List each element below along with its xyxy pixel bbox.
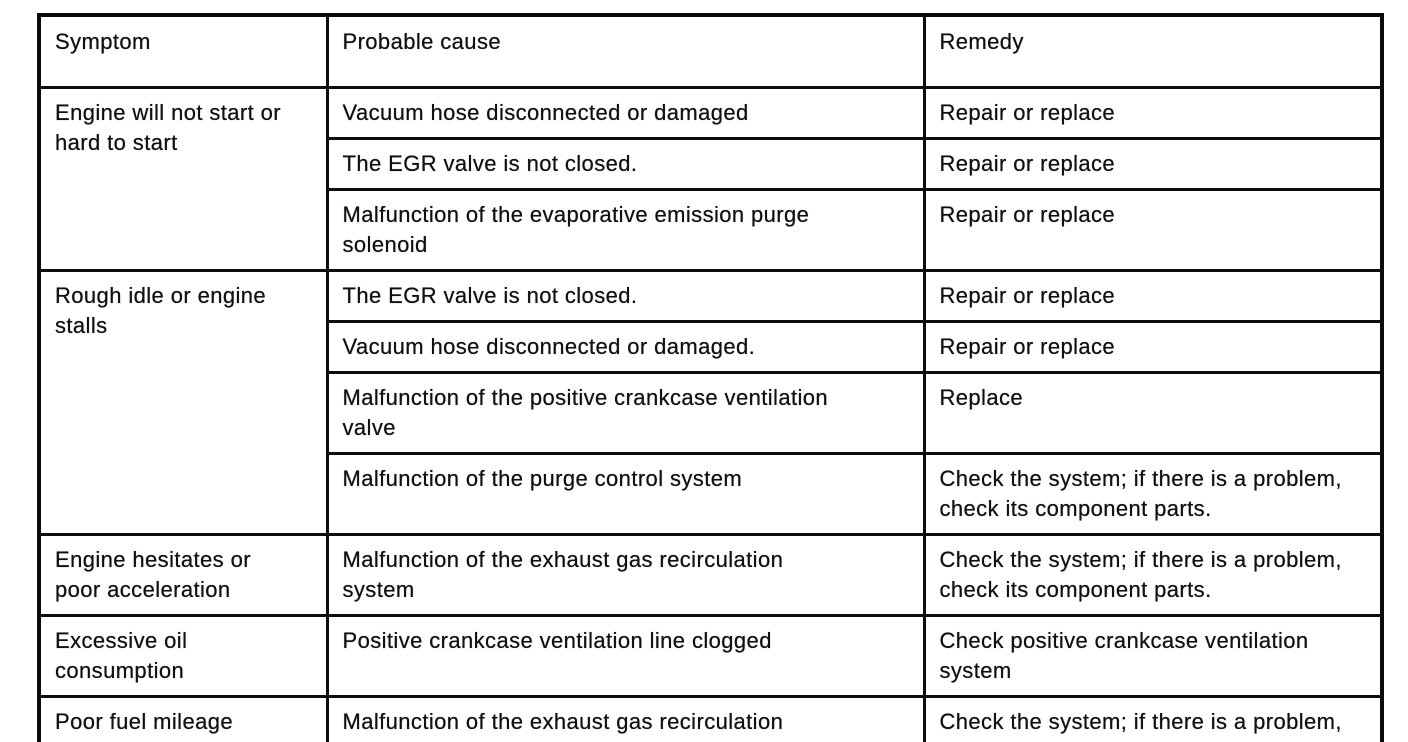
remedy-cell: Repair or replace <box>922 269 1384 323</box>
remedy-cell: Repair or replace <box>922 320 1384 374</box>
remedy-cell: Check the system; if there is a problem,… <box>922 695 1384 742</box>
table-row: Malfunction of the purge control system … <box>39 452 1384 536</box>
cause-cell: Malfunction of the exhaust gas recircula… <box>325 695 926 742</box>
symptom-cell: Excessive oil consumption <box>37 614 329 698</box>
remedy-cell: Repair or replace <box>922 188 1384 272</box>
table-row: Engine hesitates or poor acceleration Ma… <box>37 533 1384 617</box>
table-row: The EGR valve is not closed. Repair or r… <box>39 137 1384 191</box>
symptom-cell: Poor fuel mileage <box>37 695 329 742</box>
cause-cell: Malfunction of the positive crankcase ve… <box>325 371 926 455</box>
remedy-cell: Repair or replace <box>922 86 1384 140</box>
remedy-cell: Check the system; if there is a problem,… <box>922 452 1384 536</box>
remedy-cell: Check the system; if there is a problem,… <box>922 533 1384 617</box>
table-row: Vacuum hose disconnected or damaged. Rep… <box>39 320 1384 374</box>
cause-cell: Vacuum hose disconnected or damaged <box>325 86 926 140</box>
symptom-cell: Engine hesitates or poor acceleration <box>37 533 329 617</box>
remedy-cell: Repair or replace <box>922 137 1384 191</box>
table-row: Engine will not start or hard to start V… <box>37 86 1384 272</box>
remedy-cell: Check positive crankcase ventilation sys… <box>922 614 1384 698</box>
cause-cell: Malfunction of the purge control system <box>325 452 926 536</box>
header-row: Symptom Probable cause Remedy <box>37 13 1384 89</box>
cause-cell: Malfunction of the exhaust gas recircula… <box>325 533 926 617</box>
table-row: Malfunction of the positive crankcase ve… <box>39 371 1384 455</box>
cause-cell: Positive crankcase ventilation line clog… <box>325 614 926 698</box>
symptom-cell: Engine will not start or hard to start <box>37 86 329 272</box>
table-row: Excessive oil consumption Positive crank… <box>37 614 1384 698</box>
column-header-remedy: Remedy <box>922 13 1384 89</box>
cause-cell: Vacuum hose disconnected or damaged. <box>325 320 926 374</box>
symptom-cell: Rough idle or engine stalls <box>37 269 329 536</box>
troubleshooting-table: Symptom Probable cause Remedy Engine wil… <box>37 13 1384 742</box>
remedy-cell: Replace <box>922 371 1384 455</box>
cause-cell: Malfunction of the evaporative emission … <box>325 188 926 272</box>
table-row: Malfunction of the evaporative emission … <box>39 188 1384 272</box>
cause-cell: The EGR valve is not closed. <box>325 137 926 191</box>
table-row: Poor fuel mileage Malfunction of the exh… <box>37 695 1384 742</box>
table-row: Rough idle or engine stalls The EGR valv… <box>37 269 1384 536</box>
cause-cell: The EGR valve is not closed. <box>325 269 926 323</box>
column-header-symptom: Symptom <box>37 13 329 89</box>
column-header-probable-cause: Probable cause <box>325 13 926 89</box>
